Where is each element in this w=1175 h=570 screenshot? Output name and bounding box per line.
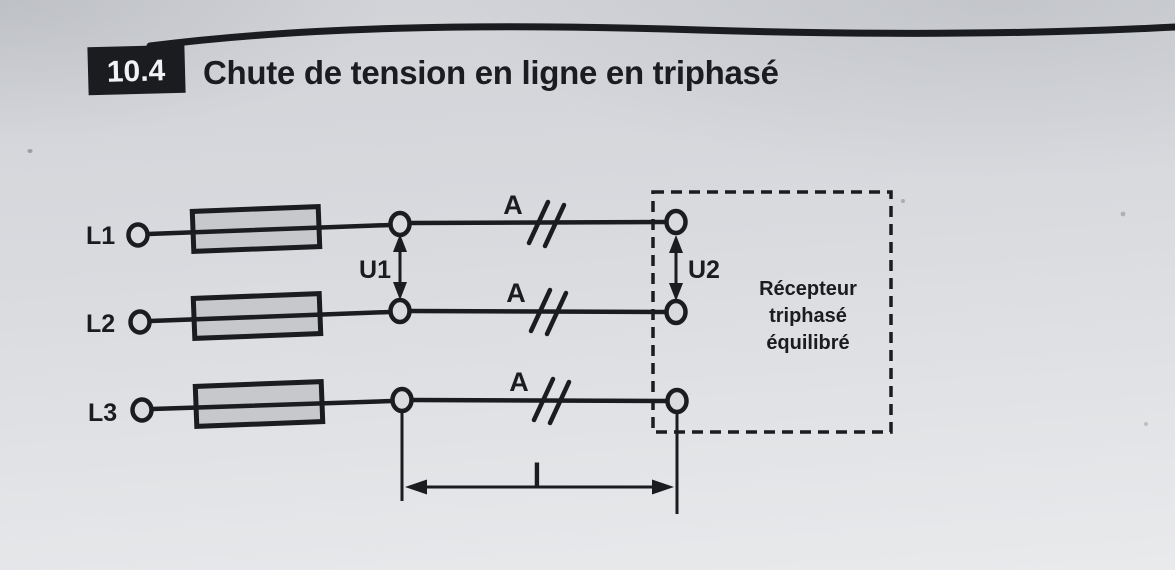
wire-l3-right <box>409 397 670 404</box>
section-number: 10.4 <box>106 54 166 89</box>
receiver-label-line2: triphasé <box>769 305 847 327</box>
phase-l3: L3 A <box>88 367 689 429</box>
length-dimension: l <box>400 412 679 514</box>
phase-l2: L2 A <box>86 278 688 341</box>
dimension-arrowhead-left <box>405 479 427 495</box>
receiver-terminal-l3 <box>665 387 689 415</box>
conductor-label-l1: A <box>503 190 523 220</box>
scan-speck <box>1144 422 1148 426</box>
u2-label: U2 <box>688 256 720 284</box>
source-terminal-l3 <box>130 397 154 423</box>
wire-l3-left <box>149 398 395 412</box>
phase-l2-label: L2 <box>86 310 115 338</box>
u2-arrowhead-down <box>669 283 683 301</box>
wire-l1-left <box>145 222 393 237</box>
source-terminal-l1 <box>126 222 150 248</box>
u1-arrowhead-down <box>393 282 407 300</box>
junction-l2 <box>388 297 412 325</box>
u1-voltage-arrow: U1 <box>359 234 407 300</box>
u1-arrowhead-up <box>393 234 407 252</box>
dimension-arrowhead-right <box>652 479 674 495</box>
break-marks-l2 <box>528 287 569 337</box>
section-badge-box <box>87 44 186 96</box>
section-badge: 10.4 <box>87 44 186 96</box>
receiver-label-line1: Récepteur <box>759 278 857 300</box>
receiver-dashed-box <box>651 190 893 434</box>
junction-l3 <box>390 386 414 414</box>
phase-l1-label: L1 <box>86 222 115 250</box>
scan-speck <box>901 199 905 203</box>
u2-voltage-arrow: U2 <box>669 235 720 301</box>
conductor-label-l2: A <box>506 278 526 308</box>
u1-label: U1 <box>359 256 391 284</box>
header-top-rule <box>146 23 1175 50</box>
receiver-terminal-l1 <box>664 208 688 236</box>
receiver-block: Récepteur triphasé équilibré <box>651 190 893 434</box>
receiver-terminal-l2 <box>664 298 688 326</box>
length-label: l <box>533 457 542 493</box>
phase-l1: L1 A <box>86 190 688 254</box>
break-marks-l3 <box>531 376 572 426</box>
page-title: Chute de tension en ligne en triphasé <box>203 54 779 91</box>
conductor-label-l3: A <box>509 367 529 397</box>
junction-l1 <box>388 210 412 238</box>
break-marks-l1 <box>526 199 567 249</box>
source-terminal-l2 <box>128 309 152 335</box>
wire-l2-left <box>147 309 393 324</box>
scan-speck <box>27 149 33 153</box>
u2-arrowhead-up <box>669 235 683 253</box>
scan-speck <box>1120 211 1126 217</box>
phase-l3-label: L3 <box>88 399 117 427</box>
receiver-label-line3: équilibré <box>766 332 849 354</box>
